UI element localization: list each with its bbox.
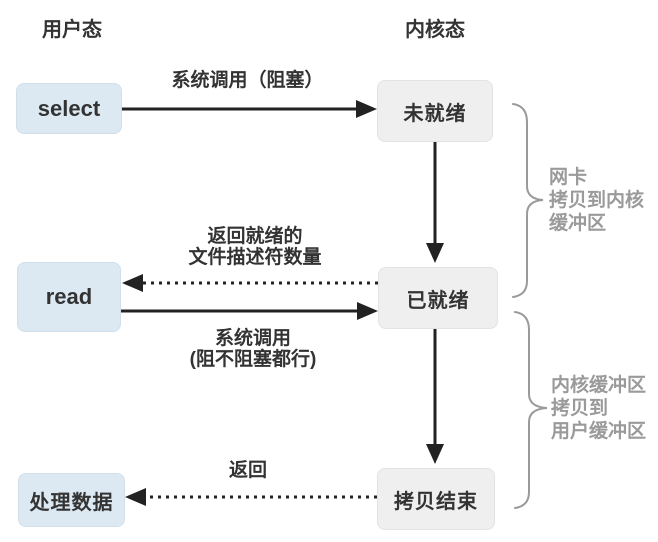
select-syscall-arrow: [120, 100, 377, 118]
return-ready-dotted-arrow: [122, 274, 378, 292]
not-ready-box: 未就绪: [377, 80, 493, 142]
return-dotted-arrow: [125, 488, 377, 506]
copy-done-box: 拷贝结束: [377, 468, 495, 530]
nic-copy-brace: [512, 103, 544, 298]
return-label: 返回: [228, 460, 267, 481]
select-box: select: [16, 83, 122, 134]
syscall-blocking-label: 系统调用（阻塞）: [171, 70, 324, 91]
user-mode-header: 用户态: [42, 19, 102, 41]
not-ready-to-ready-arrow: [426, 141, 444, 263]
kernel-copy-brace: [514, 311, 548, 509]
process-data-box: 处理数据: [18, 473, 125, 527]
read-syscall-arrow: [119, 302, 378, 320]
ready-box: 已就绪: [378, 267, 498, 329]
kernel-mode-header: 内核态: [405, 19, 465, 41]
syscall-any-label: 系统调用 (阻不阻塞都行): [189, 328, 317, 370]
read-box: read: [17, 262, 121, 332]
ready-to-copy-done-arrow: [426, 327, 444, 464]
return-ready-label: 返回就绪的 文件描述符数量: [188, 226, 322, 268]
kernel-copy-label: 内核缓冲区 拷贝到 用户缓冲区: [551, 375, 647, 442]
nic-copy-label: 网卡 拷贝到内核 缓冲区: [549, 167, 645, 234]
